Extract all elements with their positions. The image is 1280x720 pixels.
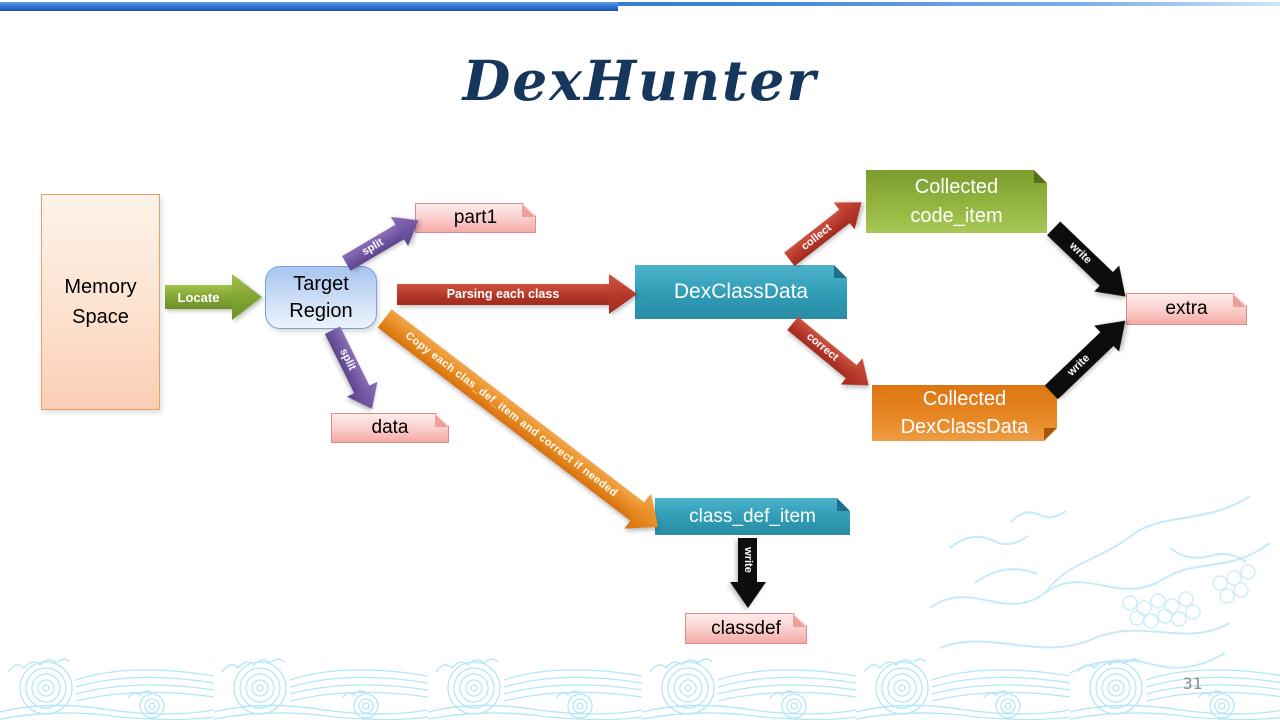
arrowhead (232, 274, 262, 320)
node-collected-dexclassdata: Collected DexClassData (872, 385, 1057, 441)
write-arrow-top: write (1042, 215, 1138, 310)
node-label: part1 (453, 207, 498, 228)
node-target-region: Target Region (265, 266, 377, 329)
corner-fold (435, 414, 448, 427)
corner-fold (793, 614, 806, 627)
node-extra: extra (1126, 293, 1247, 325)
collect-arrow: collect (779, 189, 872, 272)
node-label: extra (1165, 298, 1208, 319)
arrow-label: Parsing each class (446, 287, 560, 301)
node-label-line1: Collected (914, 175, 999, 198)
node-class-def-item: class_def_item (655, 498, 850, 535)
node-label-line1: Collected (922, 388, 1007, 410)
node-part1: part1 (415, 203, 536, 233)
arrow-label: split (359, 236, 386, 259)
slide-title: DexHunter (462, 48, 818, 113)
arrow-label: split (337, 346, 359, 373)
page-number: 31 (1183, 674, 1203, 693)
arrow-label: write (1065, 352, 1093, 379)
corner-fold (1044, 428, 1057, 441)
node-label: data (371, 417, 409, 438)
arrow-label: Locate (177, 289, 220, 305)
arrow-label: collect (799, 221, 835, 253)
corner-fold (522, 204, 535, 217)
node-label: classdef (711, 617, 781, 639)
node-label: DexClassData (673, 280, 809, 303)
split-up-arrow: split (337, 206, 427, 278)
corner-fold (834, 265, 847, 278)
node-memory-space: Memory Space (41, 194, 160, 410)
node-data: data (331, 413, 449, 443)
node-label-line2: code_item (910, 204, 1003, 227)
node-label: Memory Space (64, 276, 137, 328)
top-accent-bar-thin (0, 2, 1280, 6)
corner-fold (837, 498, 850, 511)
node-collected-code-item: Collected code_item (866, 170, 1047, 233)
corner-fold (1233, 294, 1246, 307)
write-arrow-bottom: write (1039, 308, 1138, 405)
dragon-watermark (929, 495, 1271, 674)
wave-pattern-watermark (0, 658, 1280, 720)
correct-arrow: correct (782, 310, 879, 399)
arrow-label: write (1066, 240, 1094, 267)
parsing-arrow: Parsing each class (397, 274, 637, 314)
arrow-label: write (742, 547, 754, 573)
node-label-line2: DexClassData (900, 416, 1029, 438)
node-label: Target Region (289, 272, 353, 322)
arrowhead (609, 274, 637, 314)
node-classdef: classdef (685, 613, 807, 644)
corner-fold (1034, 170, 1047, 183)
arrowhead (730, 582, 766, 608)
locate-arrow: Locate (165, 274, 262, 320)
arrow-label: correct (804, 330, 841, 364)
top-accent-bar-thick (0, 2, 618, 11)
node-dexclassdata: DexClassData (635, 265, 847, 319)
node-label: class_def_item (689, 505, 816, 527)
write-arrow-down: write (730, 538, 766, 608)
